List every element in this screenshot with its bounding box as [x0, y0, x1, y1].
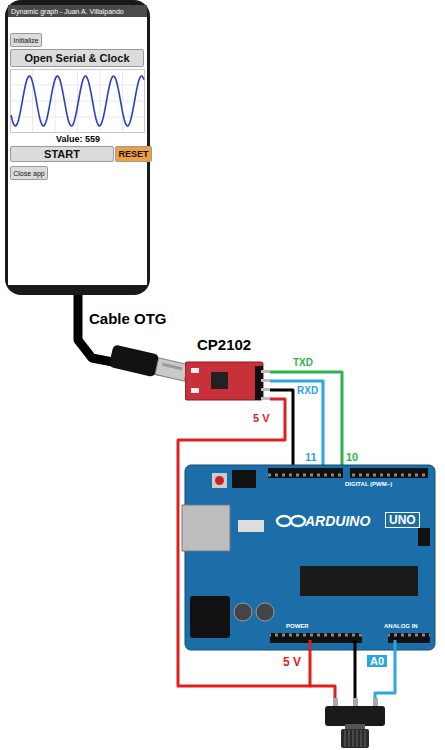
- pin-holes: [350, 468, 428, 478]
- logo: [277, 516, 291, 526]
- app-button: Initialize: [10, 33, 42, 47]
- usb-port: [182, 505, 230, 551]
- voltage-label: 5 V: [283, 655, 301, 669]
- pin-number: 10: [346, 451, 358, 463]
- arduino-uno: ARDUINO UNO: [185, 465, 435, 650]
- chip-legs: [300, 563, 418, 599]
- led: [191, 388, 199, 393]
- phone: Dynamic graph - Juan A. VillalpandoIniti…: [5, 0, 150, 295]
- usb-serial-module: CP2102: [185, 358, 270, 403]
- reset-button: [215, 476, 224, 485]
- node-text: UNO: [385, 512, 420, 528]
- edge-label: RXD: [296, 385, 319, 396]
- pcb: [185, 362, 263, 400]
- header-label: DIGITAL (PWM~): [345, 481, 392, 487]
- button-label: Initialize: [13, 37, 38, 44]
- arduino-board: [185, 465, 435, 650]
- dc-jack: [190, 596, 230, 638]
- pin: [261, 379, 270, 382]
- txd-wire: [270, 372, 342, 465]
- pin-number: 11: [305, 451, 317, 463]
- node-text: CP2102: [197, 336, 251, 353]
- phone-screen: [8, 5, 147, 285]
- grid-line: [11, 101, 144, 102]
- edge-label: TXD: [292, 357, 314, 368]
- button-label: Open Serial & Clock: [24, 52, 129, 64]
- pcb: [185, 465, 435, 650]
- node-text: ARDUINO: [305, 513, 370, 529]
- button-label: START: [44, 148, 80, 160]
- button-label: RESET: [118, 149, 148, 159]
- icsp-header: [418, 528, 430, 546]
- capacitor: [234, 603, 252, 621]
- wire: [394, 640, 397, 651]
- app-button: Close app: [10, 166, 48, 180]
- crystal: [238, 520, 264, 532]
- pin-name: A0: [367, 655, 387, 667]
- button-label: Close app: [13, 170, 45, 177]
- pin-holes: [270, 633, 362, 643]
- gnd-wire: [270, 390, 293, 465]
- edge-label: Cable OTG: [88, 310, 168, 327]
- microcontroller: [300, 566, 418, 596]
- header-label: POWER: [286, 623, 309, 629]
- pin-header: [270, 633, 362, 643]
- logo: [291, 516, 305, 526]
- pin: [261, 397, 270, 400]
- wire: [309, 640, 312, 651]
- graph-frame: [11, 70, 145, 133]
- wire: [354, 640, 357, 651]
- board-parts: [182, 465, 435, 651]
- pin-header: [268, 468, 343, 478]
- pin-header: [350, 468, 428, 478]
- edge-label: 5 V: [252, 412, 271, 424]
- node-text: Dynamic graph - Juan A. Villalpando: [11, 7, 124, 16]
- usb-plug: [109, 344, 189, 384]
- pin-holes: [268, 468, 343, 478]
- app-button: RESET: [115, 146, 152, 162]
- sine-wave: [11, 76, 144, 126]
- icsp-header: [232, 470, 256, 488]
- header-label: ANALOG IN: [384, 623, 418, 629]
- led: [191, 368, 199, 373]
- chip: [211, 372, 228, 389]
- potentiometer: [325, 698, 385, 748]
- potentiometer-wires: [310, 650, 395, 700]
- cp2102-board: [185, 358, 270, 403]
- graph-canvas: [10, 69, 145, 133]
- value-readout: Value: 559: [25, 134, 131, 144]
- app-button: Open Serial & Clock: [10, 49, 144, 67]
- grid-line: [11, 85, 144, 86]
- rxd-wire: [270, 381, 323, 465]
- capacitor: [256, 603, 274, 621]
- reset-button: [212, 473, 227, 488]
- app-button: START: [10, 146, 114, 162]
- pin: [261, 388, 270, 391]
- pin: [261, 370, 270, 373]
